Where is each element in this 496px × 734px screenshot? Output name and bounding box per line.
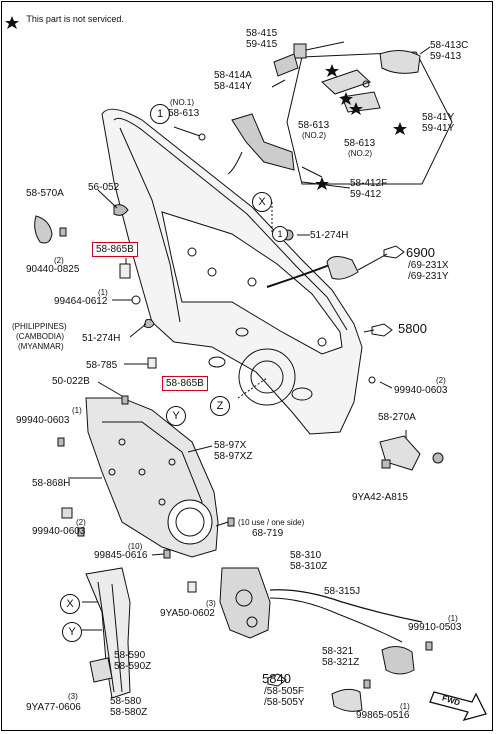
handle-inset-box (286, 51, 453, 185)
label-99865-0516: 99865-0516 (356, 710, 410, 721)
door-latch (219, 567, 271, 639)
label-51-274h-a: 51-274H (310, 230, 349, 241)
label-58-613-a: 58-613 (168, 108, 200, 119)
label-no1: (NO.1) (170, 98, 194, 107)
label-58-310: 58-310 (290, 550, 322, 561)
qty-1-d: (1) (400, 702, 410, 711)
callout-y-1: Y (166, 406, 186, 426)
outer-handle (379, 50, 421, 74)
label-58-505f: /58-505F (264, 686, 305, 697)
label-99940-0603-b: 99940-0603 (16, 415, 70, 426)
qty-1-b: (1) (72, 406, 82, 415)
label-58-412f: 58-412F (350, 178, 388, 189)
fwd-arrow-icon (429, 691, 487, 722)
label-58-613-c: 58-613 (344, 138, 376, 149)
label-59-415: 59-415 (246, 39, 278, 50)
label-58-505y: /58-505Y (264, 697, 305, 708)
label-58-590: 58-590 (114, 650, 146, 661)
qty-3-a: (3) (206, 599, 216, 608)
label-58-41y: 58-41Y (422, 112, 455, 123)
label-59-41y: 59-41Y (422, 123, 455, 134)
label-99940-0603-c: 99940-0603 (32, 526, 86, 537)
callout-1-a: 1 (150, 104, 170, 124)
label-philippines: (PHILIPPINES) (12, 322, 67, 331)
label-6900: 6900 (406, 245, 435, 260)
callout-y-2: Y (62, 622, 82, 642)
label-5800: 5800 (398, 321, 427, 336)
label-5840: 5840 (262, 671, 291, 686)
label-58-865b-a: 58-865B (92, 242, 138, 257)
qty-1-a: (1) (98, 288, 108, 297)
label-69-231y: /69-231Y (408, 271, 449, 282)
label-99940-0603-a: 99940-0603 (394, 385, 448, 396)
label-59-413: 59-413 (430, 51, 462, 62)
label-90440-0825: 90440-0825 (26, 264, 80, 275)
label-58-310z: 58-310Z (290, 561, 328, 572)
qty-2-c: (2) (76, 518, 86, 527)
label-58-414y: 58-414Y (214, 81, 252, 92)
legend-note: This part is not serviced. (10, 14, 124, 24)
label-58-613-b: 58-613 (298, 120, 330, 131)
label-58-97xz: 58-97XZ (214, 451, 253, 462)
label-cambodia: (CAMBODIA) (16, 332, 64, 341)
label-51-274h-b: 51-274H (82, 333, 121, 344)
label-9ya77-0606: 9YA77-0606 (26, 702, 81, 713)
label-58-270a: 58-270A (378, 412, 416, 423)
label-50-022b: 50-022B (52, 376, 90, 387)
label-58-590z: 58-590Z (114, 661, 152, 672)
star-icon (5, 16, 19, 29)
callout-x-2: X (60, 594, 80, 614)
label-99464-0612: 99464-0612 (54, 296, 108, 307)
label-10-use-one-side: (10 use / one side) (238, 518, 305, 527)
label-59-412: 59-412 (350, 189, 382, 200)
callout-x-1: X (252, 192, 272, 212)
qty-3-b: (3) (68, 692, 78, 701)
label-58-321: 58-321 (322, 646, 354, 657)
label-no2-b: (NO.2) (348, 149, 372, 158)
label-99845-0616: 99845-0616 (94, 550, 148, 561)
label-58-868h: 58-868H (32, 478, 71, 489)
window-regulator (85, 567, 131, 699)
qty-1-c: (1) (448, 614, 458, 623)
callout-1-b: 1 (272, 226, 288, 242)
label-58-580: 58-580 (110, 696, 142, 707)
label-68-719: 68-719 (252, 528, 284, 539)
note-text: This part is not serviced. (26, 14, 124, 24)
qty-2-a: (2) (54, 256, 64, 265)
label-58-570a: 58-570A (26, 188, 64, 199)
label-99910-0503: 99910-0503 (408, 622, 462, 633)
label-69-231x: /69-231X (408, 260, 449, 271)
label-9ya50-0602: 9YA50-0602 (160, 608, 215, 619)
label-58-415: 58-415 (246, 28, 278, 39)
label-58-580z: 58-580Z (110, 707, 148, 718)
label-no2-a: (NO.2) (302, 131, 326, 140)
label-58-785: 58-785 (86, 360, 118, 371)
qty-2-b: (2) (436, 376, 446, 385)
label-58-97x: 58-97X (214, 440, 247, 451)
label-58-315j: 58-315J (324, 586, 361, 597)
label-56-052: 56-052 (88, 182, 120, 193)
label-myanmar: (MYANMAR) (18, 342, 64, 351)
label-58-414a: 58-414A (214, 70, 252, 81)
label-9ya42-a815: 9YA42-A815 (352, 492, 408, 503)
label-58-865b-b: 58-865B (162, 376, 208, 391)
label-58-321z: 58-321Z (322, 657, 360, 668)
callout-z-1: Z (210, 396, 230, 416)
label-58-413c: 58-413C (430, 40, 469, 51)
qty-10: (10) (128, 542, 143, 551)
